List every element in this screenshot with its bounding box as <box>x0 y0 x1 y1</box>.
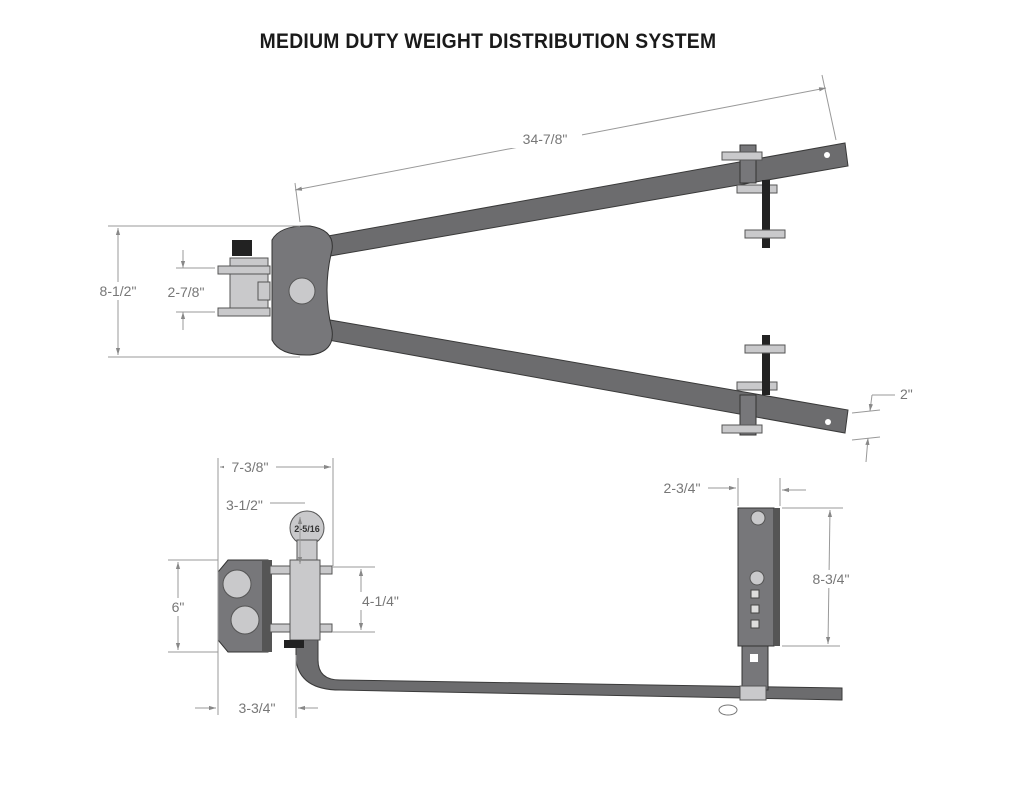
dim-bar-width: 2" <box>900 386 913 402</box>
side-view: 2-5/16 7-3/8" 3-1/2" 6" <box>168 458 857 718</box>
dim-bar-length: 34-7/8" <box>523 131 568 147</box>
top-view: 34-7/8" 8-1/2" 2-7/8" 2" <box>95 74 913 463</box>
dim-plate-width: 3-3/4" <box>239 700 276 716</box>
dim-head-height: 8-1/2" <box>100 283 137 299</box>
dim-overall-width: 7-3/8" <box>232 459 269 475</box>
dim-ball-height: 3-1/2" <box>226 497 263 513</box>
dim-shank-height: 2-7/8" <box>168 284 205 300</box>
ball-mount <box>289 559 321 641</box>
ball-size-marking: 2-5/16 <box>294 524 320 534</box>
frame-bracket <box>718 507 780 716</box>
dim-ball-mount-height: 4-1/4" <box>362 593 399 609</box>
dim-bracket-height: 8-3/4" <box>813 571 850 587</box>
dim-bracket-width: 2-3/4" <box>664 480 701 496</box>
spring-bar-side <box>295 639 843 701</box>
head-pin <box>288 277 316 305</box>
lower-bracket <box>721 335 786 436</box>
dim-plate-height: 6" <box>172 599 185 615</box>
diagram-title: MEDIUM DUTY WEIGHT DISTRIBUTION SYSTEM <box>259 30 717 53</box>
